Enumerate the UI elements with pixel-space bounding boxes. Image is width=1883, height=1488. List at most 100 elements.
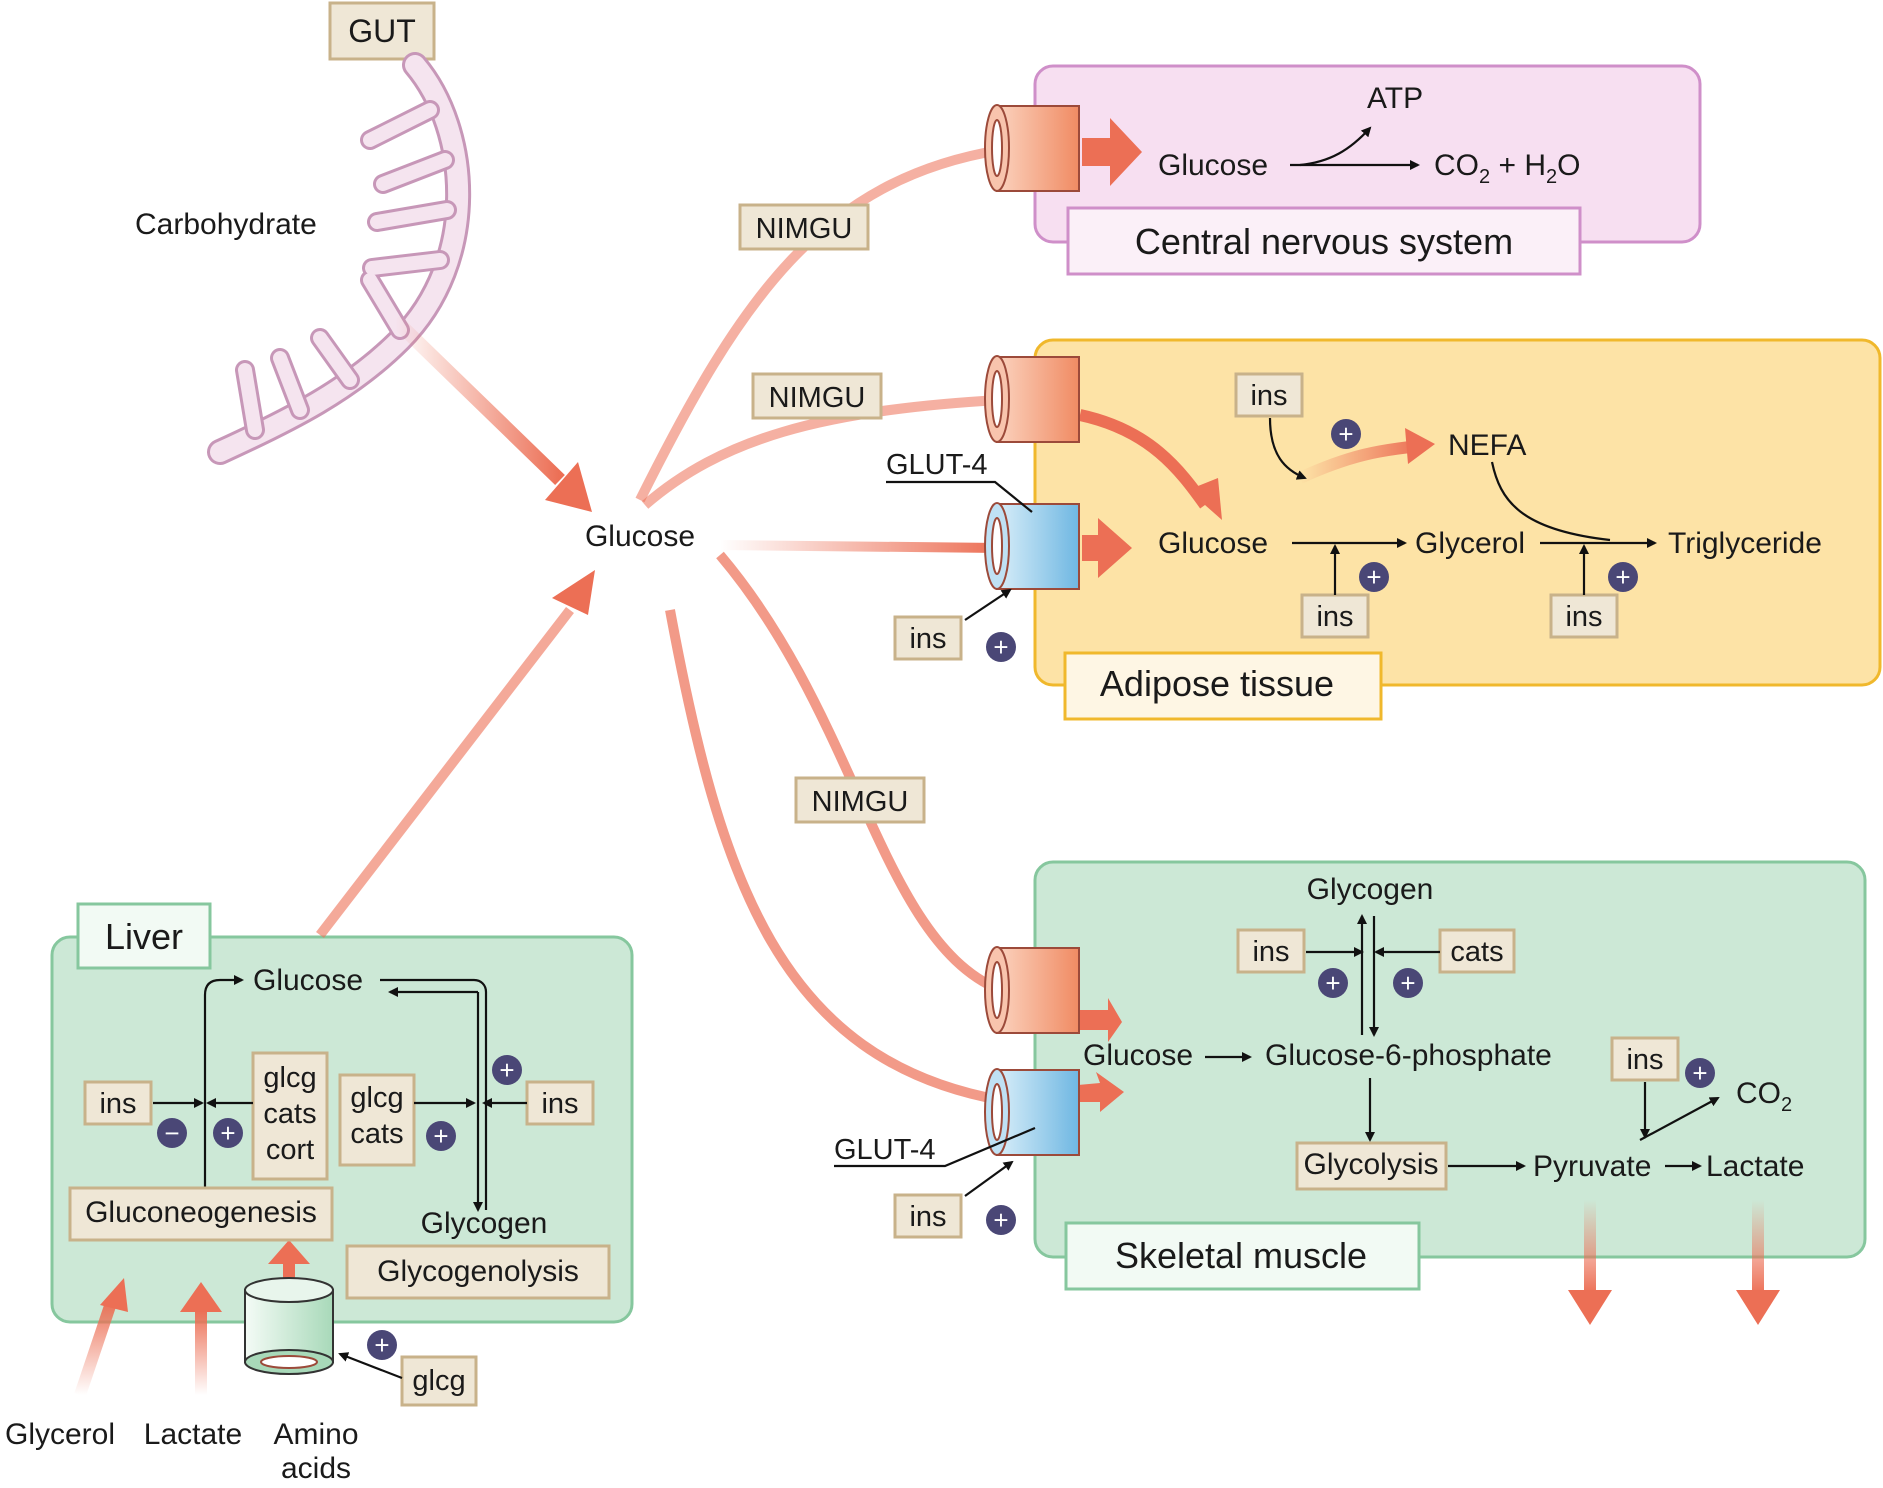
co2-subscript: 2 [1479, 166, 1490, 188]
muscle-glycolysis: Glycolysis [1303, 1148, 1438, 1181]
input-glycerol: Glycerol [5, 1418, 115, 1451]
nimgu-tag-adipose [751, 372, 883, 420]
muscle-glycogen: Glycogen [1307, 873, 1434, 906]
input-amino-acids-line2: acids [281, 1452, 351, 1485]
muscle-title: Skeletal muscle [1115, 1235, 1367, 1276]
plus-badge [986, 1205, 1016, 1235]
plus-sign: + [220, 1118, 235, 1148]
ins-tag-muscle-glut4 [893, 1193, 963, 1239]
plus-sign: + [1400, 968, 1415, 998]
ins-label-adipose-glycerol: ins [1316, 601, 1353, 633]
ins-tag-liver-left [83, 1080, 153, 1126]
cns-title: Central nervous system [1135, 221, 1513, 262]
plus-badge [1359, 562, 1389, 592]
liver-cort: cort [266, 1134, 314, 1166]
muscle-nimgu-channel [984, 946, 1080, 1034]
ins-label-muscle-pyruvate: ins [1626, 1044, 1663, 1076]
plus-sign: + [1338, 419, 1353, 449]
liver-glycogenolysis: Glycogenolysis [377, 1255, 579, 1288]
cats-label-muscle: cats [1450, 936, 1503, 968]
muscle-title-box [1064, 1221, 1421, 1291]
plus-badge [1318, 968, 1348, 998]
co2-text: CO [1434, 149, 1479, 182]
glcg-tag-amino [400, 1355, 478, 1407]
flow-arrows [74, 118, 1780, 1397]
adipose-nefa: NEFA [1448, 429, 1526, 462]
plus-sign: + [1692, 1058, 1707, 1088]
adipose-title-box [1063, 651, 1383, 721]
nimgu-label-muscle: NIMGU [812, 786, 909, 818]
cns-atp: ATP [1367, 82, 1423, 115]
muscle-g6p: Glucose-6-phosphate [1265, 1039, 1552, 1072]
input-amino-acids-line1: Amino [273, 1418, 358, 1451]
co2-subscript: 2 [1781, 1094, 1792, 1116]
gut-villi [207, 52, 472, 465]
cns-nimgu-channel [984, 104, 1080, 192]
plus-sign: + [993, 632, 1008, 662]
liver-glucose: Glucose [253, 964, 363, 997]
plus-badge [213, 1118, 243, 1148]
plus-badge [1608, 562, 1638, 592]
adipose-nimgu-channel [984, 355, 1080, 443]
ins-label-muscle-glycogen: ins [1252, 936, 1289, 968]
adipose-glucose: Glucose [1158, 527, 1268, 560]
liver-title: Liver [105, 916, 183, 957]
liver-glcg: glcg [263, 1062, 316, 1094]
glycolysis-tag [1295, 1141, 1448, 1191]
ins-tag-adipose-glycerol [1300, 593, 1370, 639]
nimgu-label-cns: NIMGU [756, 213, 853, 245]
glcg-cats-cort-tag [251, 1051, 329, 1181]
gut-tag [328, 1, 436, 61]
co2-text: CO [1736, 1077, 1781, 1110]
h2o-subscript: 2 [1546, 166, 1557, 188]
h2o-text: + H [1490, 149, 1546, 182]
liver-gluconeogenesis: Gluconeogenesis [85, 1196, 317, 1229]
plus-badge [367, 1330, 397, 1360]
gut-label: GUT [348, 13, 416, 49]
nimgu-tag-muscle [794, 776, 926, 824]
muscle-glucose: Glucose [1083, 1039, 1193, 1072]
plus-badge [1393, 968, 1423, 998]
ins-tag-muscle-glycogen [1236, 928, 1306, 974]
nimgu-label-adipose: NIMGU [769, 382, 866, 414]
muscle-co2: CO2 [1736, 1077, 1792, 1116]
minus-sign: − [164, 1118, 179, 1148]
ins-label-liver-right: ins [541, 1088, 578, 1120]
liver-amino-channel [244, 1277, 334, 1375]
adipose-compartment [1033, 338, 1882, 687]
gluconeogenesis-tag [68, 1186, 334, 1242]
ins-tag-adipose-top [1234, 372, 1304, 418]
plus-sign: + [1366, 562, 1381, 592]
h2o-oxygen: O [1557, 149, 1580, 182]
liver-cats: cats [263, 1098, 316, 1130]
ins-tag-muscle-pyruvate [1610, 1036, 1680, 1082]
ins-label-adipose-glut4: ins [909, 623, 946, 655]
input-lactate: Lactate [144, 1418, 242, 1451]
glut4-label-adipose: GLUT-4 [886, 449, 988, 481]
carbohydrate-label: Carbohydrate [135, 208, 317, 241]
liver-glycogen: Glycogen [421, 1207, 548, 1240]
glut4-label-muscle: GLUT-4 [834, 1134, 936, 1166]
central-glucose: Glucose [585, 520, 695, 553]
ins-label-muscle-glut4: ins [909, 1201, 946, 1233]
liver-title-box [76, 902, 212, 970]
plus-sign: + [374, 1330, 389, 1360]
adipose-glycerol: Glycerol [1415, 527, 1525, 560]
glcg-label-amino: glcg [412, 1365, 465, 1397]
muscle-pyruvate: Pyruvate [1533, 1150, 1651, 1183]
muscle-glut4-channel [984, 1068, 1080, 1156]
minus-badge [157, 1118, 187, 1148]
plus-badge [492, 1055, 522, 1085]
glycogenolysis-tag [345, 1244, 611, 1300]
plus-badge [1685, 1058, 1715, 1088]
plus-badge [1331, 419, 1361, 449]
muscle-lactate: Lactate [1706, 1150, 1804, 1183]
adipose-triglyceride: Triglyceride [1668, 527, 1822, 560]
ins-label-liver-left: ins [99, 1088, 136, 1120]
adipose-glut4-channel [984, 502, 1080, 590]
plus-badge [986, 632, 1016, 662]
ins-label-adipose-triglyceride: ins [1565, 601, 1602, 633]
plus-sign: + [1615, 562, 1630, 592]
plus-sign: + [433, 1121, 448, 1151]
